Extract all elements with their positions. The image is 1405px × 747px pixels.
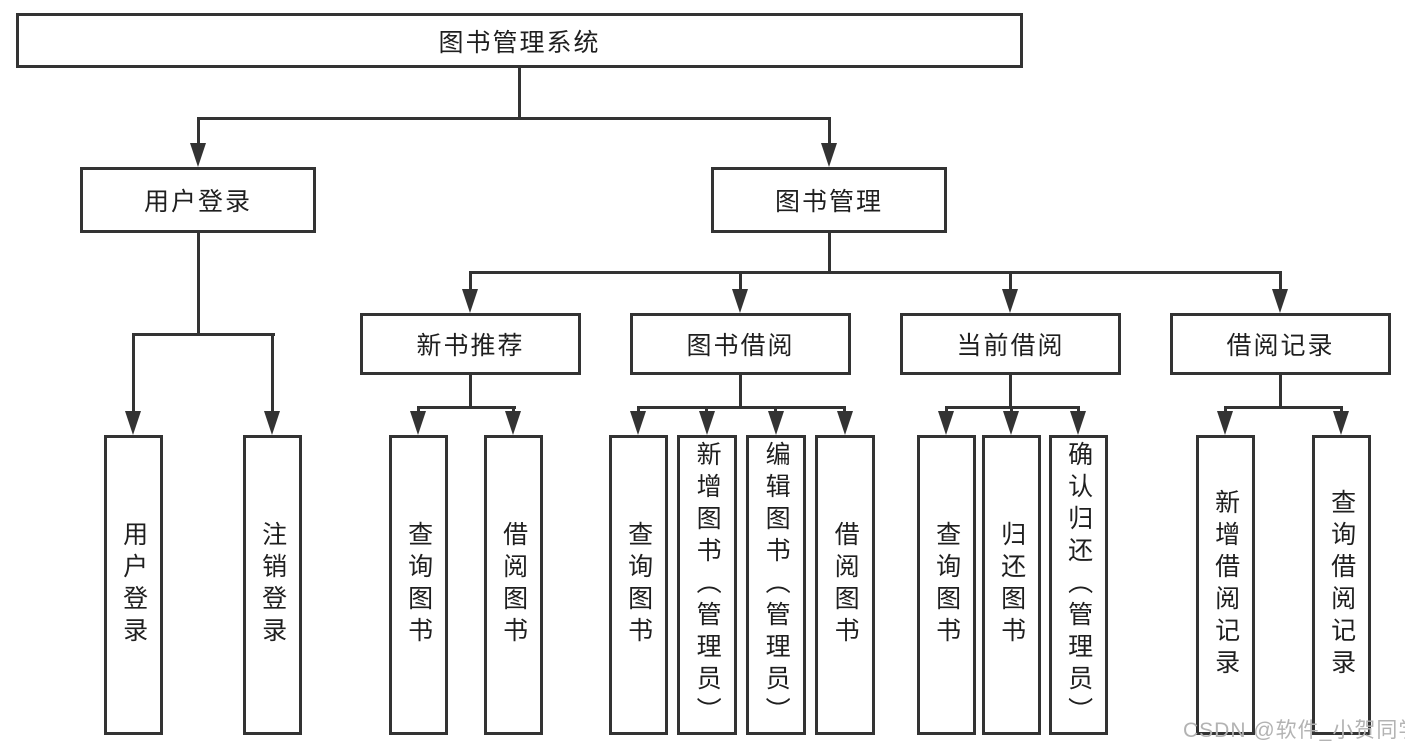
node-label: 用户登录 — [143, 188, 252, 216]
arrow-down-icon — [821, 143, 837, 167]
connector-line — [197, 233, 200, 336]
arrow-down-icon — [462, 289, 478, 313]
connector-line — [739, 375, 742, 408]
node-label: 图书借阅 — [686, 332, 795, 360]
connector-line — [132, 333, 275, 336]
node-book-management: 图书管理 — [711, 167, 947, 233]
arrow-down-icon — [1070, 411, 1086, 435]
connector-line — [417, 406, 420, 413]
leaf-logout: 注销登录 — [243, 435, 302, 735]
leaf-confirm-return-admin: 确认归还（管理员） — [1049, 435, 1108, 735]
connector-line — [469, 271, 1282, 274]
leaf-query-borrow-record: 查询借阅记录 — [1312, 435, 1371, 735]
connector-line — [705, 406, 708, 413]
arrow-down-icon — [699, 411, 715, 435]
node-label: 注销登录 — [258, 521, 287, 649]
leaf-query-books-recommend: 查询图书 — [389, 435, 448, 735]
node-label: 新书推荐 — [416, 332, 525, 360]
leaf-return-books: 归还图书 — [982, 435, 1041, 735]
node-label: 确认归还（管理员） — [1064, 441, 1093, 729]
connector-line — [1010, 406, 1013, 413]
arrow-down-icon — [732, 289, 748, 313]
node-new-book-recommend: 新书推荐 — [360, 313, 581, 375]
arrow-down-icon — [1333, 411, 1349, 435]
leaf-add-books-admin: 新增图书（管理员） — [677, 435, 737, 735]
arrow-down-icon — [410, 411, 426, 435]
watermark: CSDN @软件_小贺同学 — [1183, 719, 1405, 742]
node-label: 图书管理系统 — [438, 28, 601, 57]
connector-line — [637, 406, 640, 413]
node-label: 新增图书（管理员） — [693, 441, 722, 729]
node-book-borrowing: 图书借阅 — [630, 313, 851, 375]
connector-line — [1279, 271, 1282, 291]
arrow-down-icon — [1272, 289, 1288, 313]
node-borrowing-records: 借阅记录 — [1170, 313, 1391, 375]
node-label: 借阅记录 — [1226, 332, 1335, 360]
leaf-borrow-books-recommend: 借阅图书 — [484, 435, 543, 735]
connector-line — [469, 271, 472, 291]
connector-line — [1009, 375, 1012, 408]
connector-line — [469, 375, 472, 408]
leaf-user-login: 用户登录 — [104, 435, 163, 735]
connector-line — [271, 333, 274, 411]
node-current-borrowing: 当前借阅 — [900, 313, 1121, 375]
node-label: 查询图书 — [624, 521, 653, 649]
connector-line — [518, 68, 521, 119]
arrow-down-icon — [837, 411, 853, 435]
node-label: 归还图书 — [997, 521, 1026, 649]
node-label: 查询图书 — [404, 521, 433, 649]
leaf-add-borrow-record: 新增借阅记录 — [1196, 435, 1255, 735]
arrow-down-icon — [125, 411, 141, 435]
arrow-down-icon — [938, 411, 954, 435]
connector-line — [828, 233, 831, 274]
arrow-down-icon — [1002, 289, 1018, 313]
connector-line — [417, 406, 516, 409]
arrow-down-icon — [1217, 411, 1233, 435]
leaf-edit-books-admin: 编辑图书（管理员） — [746, 435, 806, 735]
arrow-down-icon — [1003, 411, 1019, 435]
arrow-down-icon — [768, 411, 784, 435]
connector-line — [637, 406, 846, 409]
connector-line — [843, 406, 846, 413]
connector-line — [1340, 406, 1343, 413]
connector-line — [828, 117, 831, 145]
connector-line — [1224, 406, 1227, 413]
connector-line — [1077, 406, 1080, 413]
node-label: 当前借阅 — [956, 332, 1065, 360]
connector-line — [1009, 271, 1012, 291]
arrow-down-icon — [505, 411, 521, 435]
connector-line — [739, 271, 742, 291]
leaf-query-books-current: 查询图书 — [917, 435, 976, 735]
connector-line — [197, 117, 831, 120]
leaf-query-books-borrowing: 查询图书 — [609, 435, 668, 735]
node-label: 查询图书 — [932, 521, 961, 649]
connector-line — [774, 406, 777, 413]
node-label: 借阅图书 — [499, 521, 528, 649]
arrow-down-icon — [190, 143, 206, 167]
node-label: 新增借阅记录 — [1211, 489, 1240, 681]
connector-line — [512, 406, 515, 413]
node-library-system: 图书管理系统 — [16, 13, 1023, 68]
connector-line — [197, 117, 200, 145]
connector-line — [945, 406, 948, 413]
arrow-down-icon — [264, 411, 280, 435]
arrow-down-icon — [630, 411, 646, 435]
connector-line — [1224, 406, 1343, 409]
node-label: 查询借阅记录 — [1327, 489, 1356, 681]
node-label: 借阅图书 — [831, 521, 860, 649]
connector-line — [1279, 375, 1282, 408]
leaf-borrow-books-borrowing: 借阅图书 — [815, 435, 875, 735]
connector-line — [132, 333, 135, 411]
node-label: 用户登录 — [119, 521, 148, 649]
node-label: 编辑图书（管理员） — [762, 441, 791, 729]
node-label: 图书管理 — [774, 188, 883, 216]
node-user-login: 用户登录 — [80, 167, 316, 233]
